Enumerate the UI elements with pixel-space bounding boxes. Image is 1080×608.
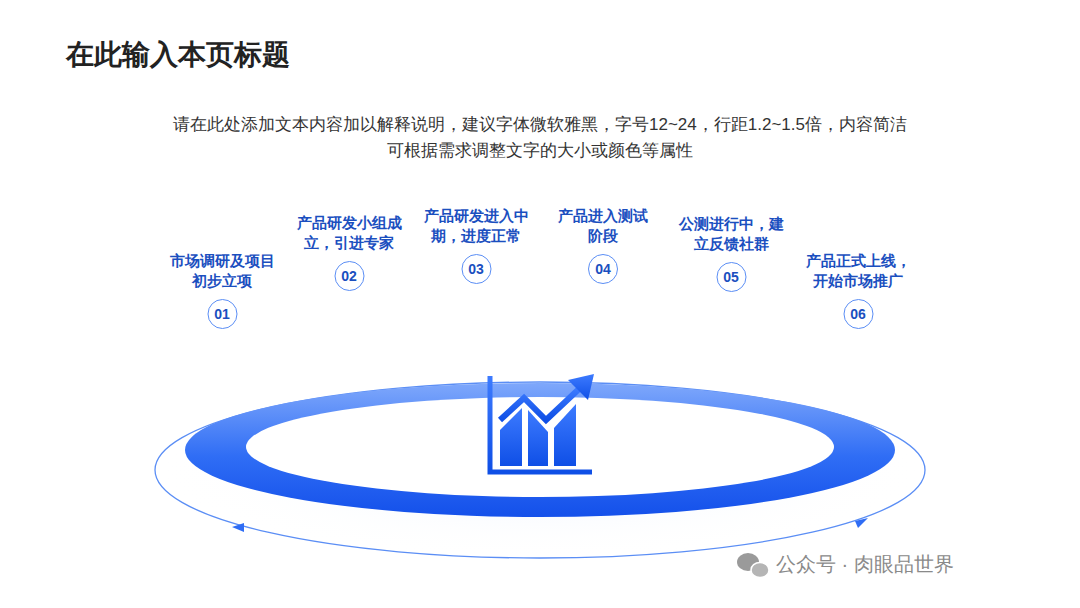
callout-number: 06 — [850, 306, 866, 322]
orbit-arrow — [855, 518, 868, 528]
callout-number: 02 — [341, 268, 357, 284]
callout-number: 01 — [214, 306, 230, 322]
milestone-node: 市场调研及项目 初步立项 01 — [168, 251, 277, 329]
callout-number: 04 — [595, 261, 611, 277]
number-circle: 04 — [588, 254, 618, 284]
milestone-node: 产品进入测试 阶段 04 — [556, 206, 650, 284]
milestone-text: 产品研发小组成 立，引进专家 — [295, 213, 404, 252]
milestone-text: 产品研发进入中 期，进度正常 — [422, 206, 531, 245]
milestone-node: 产品研发小组成 立，引进专家 02 — [295, 213, 404, 291]
milestone-text: 产品正式上线， 开始市场推广 — [804, 251, 913, 290]
milestone-node: 产品正式上线， 开始市场推广 06 — [804, 251, 913, 329]
number-circle: 03 — [461, 254, 491, 284]
milestone-text: 产品进入测试 阶段 — [556, 206, 650, 245]
orbit-arrow — [232, 523, 244, 532]
number-circle: 02 — [334, 261, 364, 291]
leader-lines — [222, 287, 858, 440]
chart-icon — [490, 374, 594, 472]
milestone-text: 公测进行中，建 立反馈社群 — [677, 214, 786, 253]
milestone-node: 产品研发进入中 期，进度正常 03 — [422, 206, 531, 284]
milestone-text: 市场调研及项目 初步立项 — [168, 251, 277, 290]
description-text: 请在此处添加文本内容加以解释说明，建议字体微软雅黑，字号12~24，行距1.2~… — [171, 112, 909, 163]
number-circle: 05 — [716, 262, 746, 292]
number-circle: 06 — [843, 299, 873, 329]
callout-number: 05 — [723, 269, 739, 285]
callout-number: 03 — [468, 261, 484, 277]
wechat-icon — [737, 553, 769, 578]
page-title: 在此输入本页标题 — [66, 36, 290, 74]
watermark: 公众号 · 肉眼品世界 — [776, 551, 954, 578]
number-circle: 01 — [207, 299, 237, 329]
milestone-node: 公测进行中，建 立反馈社群 05 — [677, 214, 786, 292]
main-ring — [185, 383, 895, 517]
